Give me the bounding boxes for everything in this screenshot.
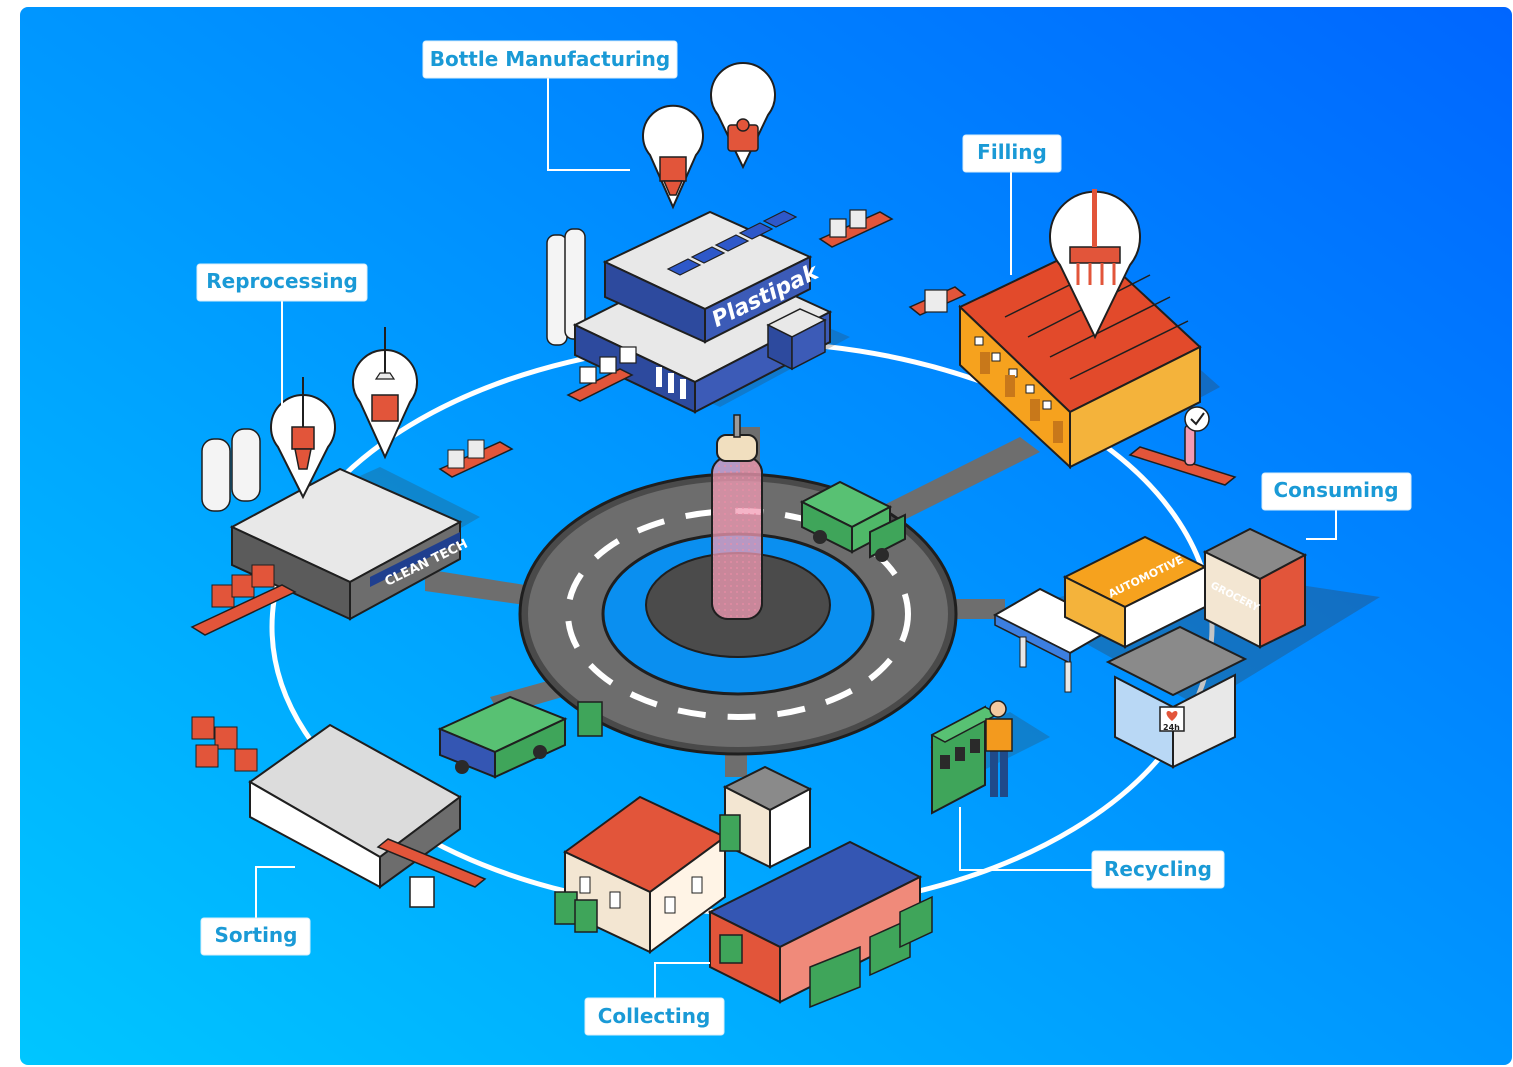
sorting-facility bbox=[191, 716, 487, 908]
garbage-truck-bottom bbox=[437, 695, 603, 779]
plastic-lifecycle-diagram: Plastipak bbox=[20, 7, 1512, 1065]
recycle-bins bbox=[554, 814, 933, 1009]
stage-labels: Bottle Manufacturing Filling Consuming R… bbox=[196, 40, 1412, 1036]
shredder-pin-icon bbox=[270, 377, 336, 500]
reprocessing-plant: CLEAN TECH bbox=[190, 327, 514, 636]
label-box-recycling bbox=[1091, 850, 1225, 889]
garbage-truck-top bbox=[799, 480, 906, 562]
label-box-filling bbox=[962, 134, 1062, 173]
person-recycling bbox=[985, 700, 1013, 797]
label-box-consuming bbox=[1261, 472, 1412, 511]
consumer-town: AUTOMOTIVE GROCERY 24h bbox=[992, 527, 1380, 769]
silos bbox=[201, 428, 261, 512]
preform-pin-icon bbox=[642, 104, 704, 210]
filler-pin-icon bbox=[1049, 189, 1141, 340]
stage-label-recycling: Recycling bbox=[1104, 857, 1212, 881]
leader-consuming bbox=[1306, 509, 1337, 540]
stage-label-collecting: Collecting bbox=[598, 1004, 711, 1028]
diagram-panel: Plastipak bbox=[20, 7, 1512, 1065]
leader-collecting bbox=[654, 962, 710, 999]
stage-label-consuming: Consuming bbox=[1273, 478, 1398, 502]
label-box-bottle-manufacturing bbox=[422, 40, 678, 79]
leader-sorting bbox=[255, 866, 295, 919]
recycling-station bbox=[930, 700, 1050, 815]
bottle-tower bbox=[711, 414, 763, 620]
stage-label-filling: Filling bbox=[977, 140, 1047, 164]
manufacturing-plant: Plastipak bbox=[546, 62, 894, 414]
filling-plant bbox=[908, 189, 1237, 486]
stage-label-sorting: Sorting bbox=[215, 923, 298, 947]
check-icon bbox=[1184, 406, 1210, 432]
leader-recycling bbox=[959, 807, 1092, 871]
pharmacy-24h-sign: 24h bbox=[1163, 723, 1180, 732]
stage-label-reprocessing: Reprocessing bbox=[206, 269, 358, 293]
silos bbox=[546, 228, 586, 346]
label-box-sorting bbox=[200, 917, 311, 956]
label-box-collecting bbox=[584, 997, 725, 1036]
label-box-reprocessing bbox=[196, 263, 368, 302]
stage-label-bottle-manufacturing: Bottle Manufacturing bbox=[430, 47, 671, 71]
wash-pin-icon bbox=[352, 327, 418, 460]
leader-bottle-manufacturing bbox=[547, 77, 630, 171]
blow-molder-pin-icon bbox=[710, 62, 776, 170]
collection-area bbox=[554, 765, 933, 1009]
